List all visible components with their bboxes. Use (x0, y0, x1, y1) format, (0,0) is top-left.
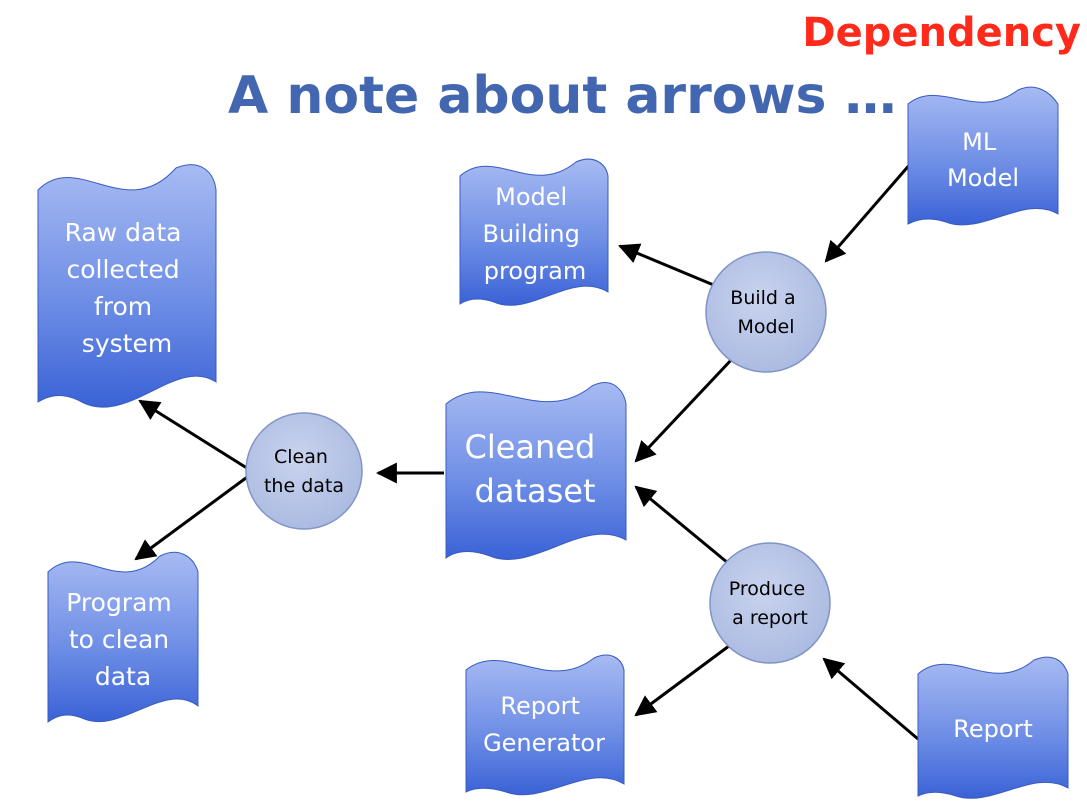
build-line-2: Model (737, 316, 794, 338)
svg-text:Report Generator: Report Generator (483, 692, 605, 757)
document-report: Report (917, 656, 1069, 799)
ml-model-line-2: Model (947, 164, 1019, 192)
arrow-build-to-cleaned (634, 356, 735, 463)
model-building-line-3: program (484, 257, 586, 285)
svg-text:Clean the data: Clean the data (264, 446, 344, 497)
document-raw-data: Raw data collected from system (37, 164, 217, 408)
document-ml-model: ML Model (907, 86, 1059, 226)
program-clean-line-1: Program (66, 588, 171, 617)
clean-line-1: Clean (274, 446, 328, 468)
report-generator-line-1: Report (500, 692, 580, 720)
arrow-clean-to-program (134, 473, 251, 561)
arrow-produce-to-cleaned (634, 485, 729, 565)
arrow-build-to-model-building (618, 243, 717, 288)
svg-text:Build a Model: Build a Model (730, 287, 801, 338)
raw-data-line-3: from (94, 292, 152, 321)
arrow-report-to-produce (822, 657, 919, 741)
clean-line-2: the data (264, 475, 344, 497)
produce-line-2: a report (732, 607, 808, 629)
produce-line-1: Produce (729, 578, 805, 600)
arrow-produce-to-report-generator (634, 641, 734, 717)
raw-data-line-4: system (82, 329, 172, 358)
svg-text:Report: Report (953, 715, 1033, 743)
process-produce-a-report: Produce a report (709, 542, 831, 664)
document-cleaned-dataset: Cleaned dataset (445, 382, 627, 561)
ml-model-line-1: ML (962, 128, 997, 156)
process-build-a-model: Build a Model (705, 251, 827, 373)
svg-text:ML Model: ML Model (947, 128, 1019, 192)
cleaned-dataset-line-2: dataset (475, 472, 596, 510)
build-line-1: Build a (730, 287, 795, 309)
model-building-line-2: Building (483, 220, 580, 248)
program-clean-line-3: data (95, 662, 151, 691)
report-generator-line-2: Generator (483, 729, 605, 757)
svg-text:Program to clean d: Program to clean data (66, 588, 179, 691)
arrow-ml-model-to-build (824, 154, 920, 263)
cleaned-dataset-line-1: Cleaned (465, 428, 596, 466)
svg-text:Model Building pro: Model Building program (483, 183, 588, 285)
svg-text:Produce a report: Produce a report (729, 578, 811, 629)
report-line-1: Report (953, 715, 1033, 743)
raw-data-line-1: Raw data (65, 218, 182, 247)
program-clean-line-2: to clean (69, 625, 169, 654)
document-report-generator: Report Generator (465, 654, 625, 796)
document-model-building: Model Building program (459, 158, 609, 306)
svg-text:Cleaned dataset: Cleaned dataset (465, 428, 606, 510)
arrow-clean-to-raw-data (138, 399, 251, 472)
slide-title: A note about arrows … (228, 66, 897, 126)
raw-data-line-2: collected (66, 255, 179, 284)
dependency-label: Dependency (802, 10, 1081, 56)
model-building-line-1: Model (495, 183, 567, 211)
document-program-clean: Program to clean data (47, 551, 199, 723)
arrows (134, 154, 920, 741)
svg-text:Raw data collected: Raw data collected from system (65, 218, 190, 358)
process-clean-the-data: Clean the data (245, 412, 363, 530)
